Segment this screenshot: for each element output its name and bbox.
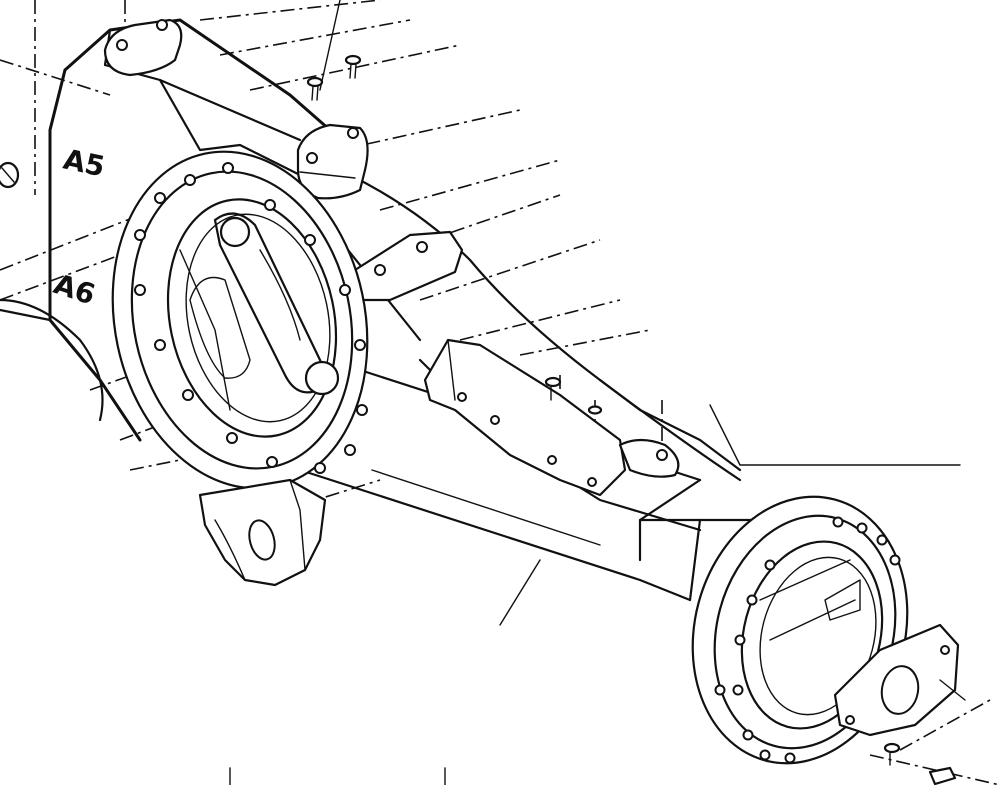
- plug-left: [0, 161, 20, 189]
- bolt-bottom-right: [928, 766, 957, 785]
- bolt-top-2: [344, 54, 362, 79]
- mounting-bracket: [353, 230, 464, 302]
- left-flange-bolt-holes: [134, 162, 368, 474]
- bolt-pad-2: [587, 405, 603, 415]
- bolt-right: [883, 742, 901, 766]
- right-flange-bolt-holes: [714, 516, 901, 764]
- side-pad: [423, 338, 680, 497]
- leader-lines: [229, 0, 966, 785]
- callout-a6: A6: [50, 267, 99, 311]
- left-flange: [111, 150, 369, 490]
- bolt-pad-1: [544, 376, 562, 401]
- lower-mount: [198, 478, 327, 587]
- right-bracket: [833, 623, 960, 737]
- callout-a5: A5: [61, 143, 108, 184]
- top-boss-right: [296, 123, 369, 200]
- top-boss-left: [103, 18, 183, 77]
